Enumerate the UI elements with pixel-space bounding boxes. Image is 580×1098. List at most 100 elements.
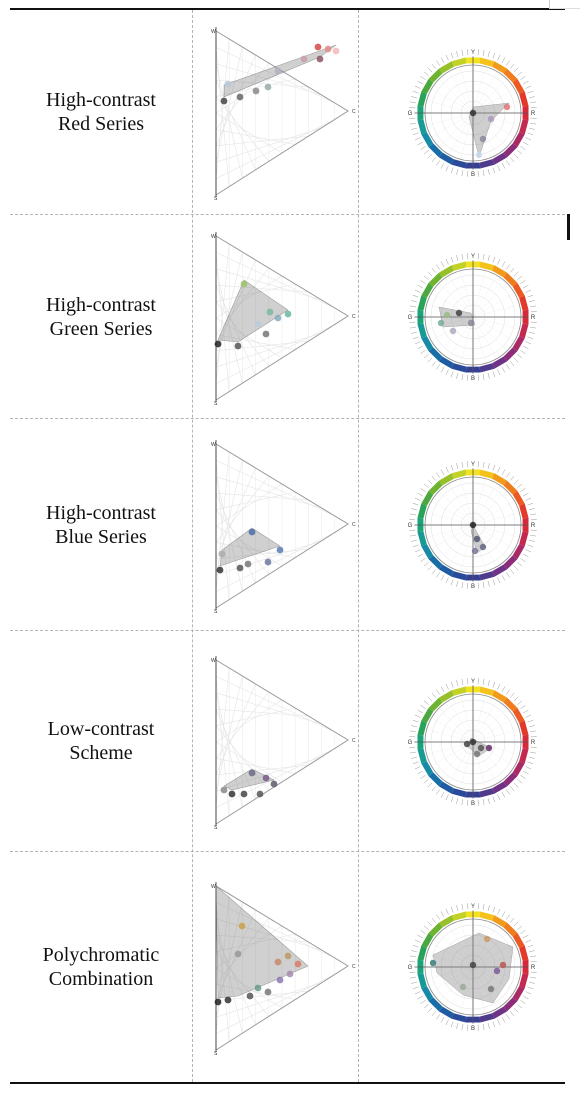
wheel-segment [479, 158, 495, 169]
wheel-segment [492, 152, 508, 165]
triangle-point [240, 790, 248, 798]
wheel-segment [512, 932, 525, 948]
wheel-segment [503, 142, 518, 157]
wheel-segment [428, 142, 443, 157]
triangle-diagram: WCS [211, 881, 356, 1055]
wheel-segment [479, 571, 495, 581]
triangle-label-bottom: S [214, 825, 218, 829]
triangle-point [254, 984, 262, 991]
wheel-segment [503, 771, 518, 786]
wheel-segment [479, 261, 495, 271]
wheel-segment [417, 945, 427, 961]
wheel-segment [421, 707, 434, 723]
wheel-label: G [408, 111, 413, 117]
triangle-point [224, 996, 232, 1003]
wheel-point [469, 738, 477, 745]
wheel-segment [451, 685, 467, 696]
wheel-label: Y [471, 679, 475, 685]
wheel-point [473, 535, 481, 543]
wheel-segment [479, 469, 495, 479]
wheel-point [469, 109, 477, 116]
wheel-segment [492, 356, 508, 369]
triangle-point [234, 950, 242, 957]
triangle-point [284, 310, 292, 317]
triangle-point [274, 314, 282, 321]
triangle-label-bottom: S [214, 609, 218, 613]
triangle-label-right: C [352, 738, 356, 744]
triangle-point [324, 45, 332, 53]
triangle-point [234, 342, 242, 349]
triangle-label-top: W [211, 234, 216, 240]
wheel-segment [479, 1013, 495, 1023]
triangle-hull [219, 527, 281, 566]
triangle-point [276, 546, 284, 553]
wheel-segment [519, 748, 529, 763]
wheel-segment [479, 787, 495, 798]
wheel-segment [428, 771, 443, 786]
row-label-line-2: Green Series [49, 317, 153, 340]
table-top-rule [10, 8, 565, 10]
wheel-segment [438, 564, 454, 577]
wheel-label: R [531, 740, 536, 746]
triangle-label-top: W [211, 442, 216, 448]
triangle-point [224, 80, 232, 88]
wheel-segment [451, 787, 467, 798]
wheel-segment [519, 119, 529, 134]
triangle-point [254, 320, 262, 327]
triangle-point [218, 550, 226, 557]
wheel-point [487, 115, 495, 122]
triangle-point [264, 558, 272, 565]
wheel-label: R [531, 111, 536, 117]
row-label-line-2: Scheme [69, 742, 133, 764]
wheel-segment [421, 78, 434, 94]
triangle-point [238, 922, 246, 929]
triangle-point [286, 970, 294, 977]
triangle-point [236, 564, 244, 571]
triangle-diagram: WCS [211, 656, 356, 829]
triangle-point [274, 958, 282, 965]
wheel-segment [492, 1006, 508, 1019]
wheel-segment [492, 60, 508, 73]
wheel-segment [503, 997, 518, 1012]
wheel-segment [519, 945, 529, 961]
wheel-point [455, 309, 463, 317]
wheel-point [473, 750, 481, 757]
wheel-label: Y [471, 462, 475, 468]
triangle-label-right: C [352, 964, 356, 970]
wheel-label: G [408, 523, 413, 529]
wheel-segment [492, 564, 508, 577]
wheel-point [429, 959, 437, 967]
wheel-segment [492, 473, 508, 486]
wheel-segment [421, 490, 434, 506]
triangle-point [228, 790, 236, 798]
triangle-label-top: W [211, 29, 216, 35]
wheel-point [499, 961, 507, 969]
triangle-label-top: W [211, 884, 216, 890]
wheel-label: Y [471, 254, 475, 260]
triangle-diagram: WCS [211, 231, 356, 405]
wheel-segment [417, 973, 427, 989]
wheel-segment [503, 922, 518, 937]
row-label-line-1: High-contrast [46, 293, 156, 316]
triangle-point [220, 97, 228, 105]
wheel-segment [503, 272, 518, 287]
wheel-segment [503, 697, 518, 712]
triangle-point [264, 83, 272, 91]
triangle-label-bottom: S [214, 401, 218, 405]
triangle-point [284, 952, 292, 959]
wheel-segment [438, 265, 454, 278]
wheel-segment [503, 68, 518, 83]
table-bottom-rule [10, 1082, 565, 1084]
wheel-point [503, 103, 511, 110]
wheel-segment [417, 503, 427, 519]
triangle-diagram: WCS [211, 439, 356, 613]
wheel-segment [503, 347, 518, 362]
wheel-segment [512, 336, 525, 352]
